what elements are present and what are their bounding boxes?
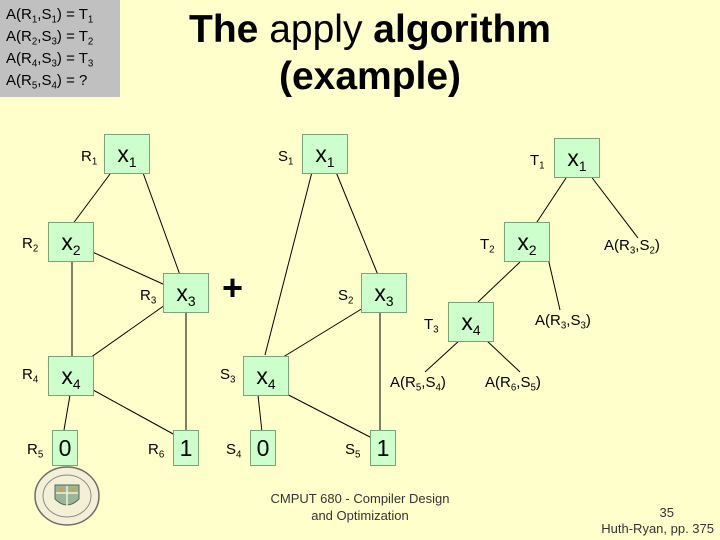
node-s5: 1 (370, 430, 396, 466)
edge-t3-annot-r6s5 (485, 339, 521, 373)
node-s1: x1 (302, 134, 348, 174)
node-value: x4 (256, 362, 276, 392)
edge-t2-t3 (477, 261, 521, 303)
title-word-apply: apply (269, 8, 363, 51)
node-label-r3: R3 (140, 287, 157, 307)
edge-r4-r5 (63, 394, 71, 431)
footer-course-line-1: CMPUT 680 - Compiler Design (270, 491, 450, 506)
node-value: 1 (179, 434, 193, 461)
node-r2: x2 (48, 222, 94, 262)
node-label-s1: S1 (278, 148, 294, 168)
title-word-algorithm: algorithm (373, 8, 551, 51)
node-value: x2 (517, 228, 537, 258)
node-label-s3: S3 (220, 366, 236, 386)
node-s4: 0 (250, 430, 276, 466)
page-number: 35 (659, 505, 674, 520)
title-line-1: The apply algorithm (130, 6, 610, 53)
legend-box: A(R1,S1) = T1 A(R2,S3) = T2 A(R4,S3) = T… (0, 0, 120, 97)
edge-s3-s5 (274, 387, 371, 438)
edge-t2-annot (547, 257, 561, 311)
node-s2: x3 (361, 273, 407, 313)
node-s3: x4 (243, 356, 289, 396)
title-word-the: The (189, 8, 259, 51)
node-r3: x3 (163, 273, 209, 313)
legend-line: A(R4,S3) = T3 (6, 50, 94, 70)
node-label-t2: T2 (480, 236, 495, 256)
citation: Huth-Ryan, pp. 375 (601, 521, 714, 536)
node-value: x4 (61, 362, 81, 392)
edge-t3-annot-r5s4 (424, 339, 461, 373)
legend-line: A(R2,S3) = T2 (6, 28, 94, 48)
footer-course-line-2: and Optimization (311, 508, 409, 523)
footer-page-info: 35 Huth-Ryan, pp. 375 (590, 505, 714, 537)
edge-s2-s3 (274, 304, 369, 363)
edge-r1-r2 (71, 169, 114, 226)
node-label-r2: R2 (22, 235, 39, 255)
edge-t1-annot (589, 174, 639, 239)
edge-r4-r6 (83, 384, 176, 436)
legend-line: A(R5,S4) = ? (6, 72, 88, 92)
node-value: x1 (567, 144, 587, 174)
university-seal-icon (34, 466, 100, 526)
edge-r3-r4 (79, 304, 166, 366)
node-label-r5: R5 (27, 441, 44, 461)
footer-course: CMPUT 680 - Compiler Design and Optimiza… (250, 490, 470, 524)
node-label-t1: T1 (530, 152, 545, 172)
node-label-s5: S5 (345, 441, 361, 461)
annotation-apply-r3-s2: A(R3,S2) (604, 237, 660, 257)
annotation-apply-r5-s4: A(R5,S4) (390, 374, 446, 394)
legend-line: A(R1,S1) = T1 (6, 6, 94, 26)
node-value: x4 (461, 308, 481, 338)
slide-title: The apply algorithm (example) (130, 6, 610, 100)
edge-t1-t2 (534, 174, 569, 226)
node-label-t3: T3 (424, 316, 439, 336)
title-line-2: (example) (278, 55, 462, 98)
node-t3: x4 (448, 302, 494, 342)
node-value: 1 (376, 434, 390, 461)
edge-r1-r3 (141, 169, 181, 276)
annotation-apply-r3-s3: A(R3,S3) (535, 312, 591, 332)
node-r6: 1 (173, 430, 199, 466)
node-value: x3 (374, 279, 394, 309)
node-value: x3 (176, 279, 196, 309)
node-label-r1: R1 (81, 148, 98, 168)
node-r5: 0 (52, 430, 78, 466)
edge-s1-s2 (335, 171, 379, 276)
node-label-s2: S2 (338, 287, 354, 307)
edge-r2-r3 (87, 249, 166, 286)
node-value: x1 (117, 140, 137, 170)
node-value: x2 (61, 228, 81, 258)
plus-operator: + (222, 267, 244, 308)
annotation-apply-r6-s5: A(R6,S5) (485, 374, 541, 394)
node-label-r6: R6 (148, 441, 165, 461)
edge-s3-s4 (257, 394, 263, 433)
node-value: x1 (315, 140, 335, 170)
node-value: 0 (58, 434, 72, 461)
node-t1: x1 (554, 138, 600, 178)
edge-s1-s3 (264, 171, 313, 356)
node-r1: x1 (104, 134, 150, 174)
node-label-r4: R4 (22, 366, 39, 386)
node-t2: x2 (504, 222, 550, 262)
node-label-s4: S4 (226, 441, 242, 461)
node-value: 0 (256, 434, 270, 461)
node-r4: x4 (48, 356, 94, 396)
